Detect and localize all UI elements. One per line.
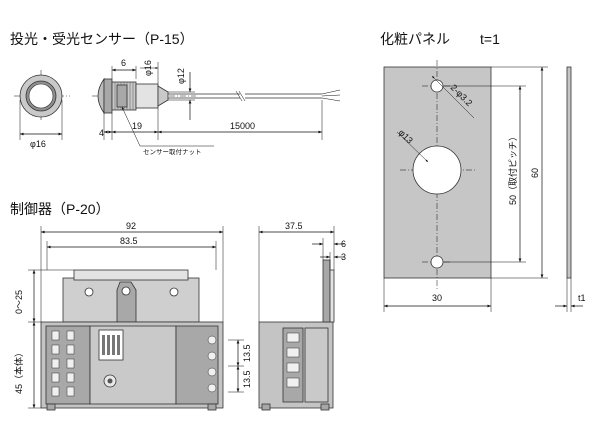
controller-dim-6: 6 <box>341 239 346 249</box>
controller-stroke-label: 0〜25 <box>14 290 24 314</box>
sensor-dim-phi12: φ12 <box>176 68 186 84</box>
controller-width-83-5: 83.5 <box>120 236 138 246</box>
panel-thickness-label: t1 <box>578 293 586 303</box>
panel-width-label: 30 <box>432 293 442 303</box>
controller-body-label: 45（本体） <box>13 348 24 394</box>
controller-front-view: 92 83.5 0〜25 45（本体） <box>13 221 224 411</box>
controller-title: 制御器（P-20） <box>10 201 110 217</box>
sensor-title: 投光・受光センサー（P-15） <box>10 31 194 47</box>
sensor-dim-19: 19 <box>132 121 142 131</box>
sensor-dim-4: 4 <box>99 128 104 138</box>
controller-side-view: 37.5 6 3 13.5 13.5 <box>228 221 346 411</box>
panel-height-label: 60 <box>530 168 540 178</box>
controller-dim-13-5-b: 13.5 <box>242 370 252 388</box>
panel-title: 化粧パネル <box>380 31 450 47</box>
controller-depth-37-5: 37.5 <box>285 221 303 231</box>
panel-thickness-title: t=1 <box>480 31 500 47</box>
sensor-front-dia-label: φ16 <box>30 139 46 149</box>
sensor-dim-6: 6 <box>121 58 126 68</box>
controller-dim-3: 3 <box>341 252 346 262</box>
panel-side-view: t1 <box>555 66 586 312</box>
sensor-front-view: φ16 <box>14 70 70 149</box>
controller-width-92: 92 <box>126 221 136 231</box>
sensor-dim-phi16: φ16 <box>143 60 153 76</box>
panel-pitch-label: 50（取付ピッチ） <box>508 132 518 205</box>
sensor-dim-15000: 15000 <box>230 121 255 131</box>
controller-dim-13-5-a: 13.5 <box>242 344 252 362</box>
sensor-side-view: 6 φ16 φ12 4 19 15000 センサー取付ナット <box>92 58 341 156</box>
sensor-nut-label: センサー取付ナット <box>143 147 202 156</box>
panel-front-view: 2-φ3.2 φ13 50（取付ピッチ） 60 30 <box>383 60 548 312</box>
